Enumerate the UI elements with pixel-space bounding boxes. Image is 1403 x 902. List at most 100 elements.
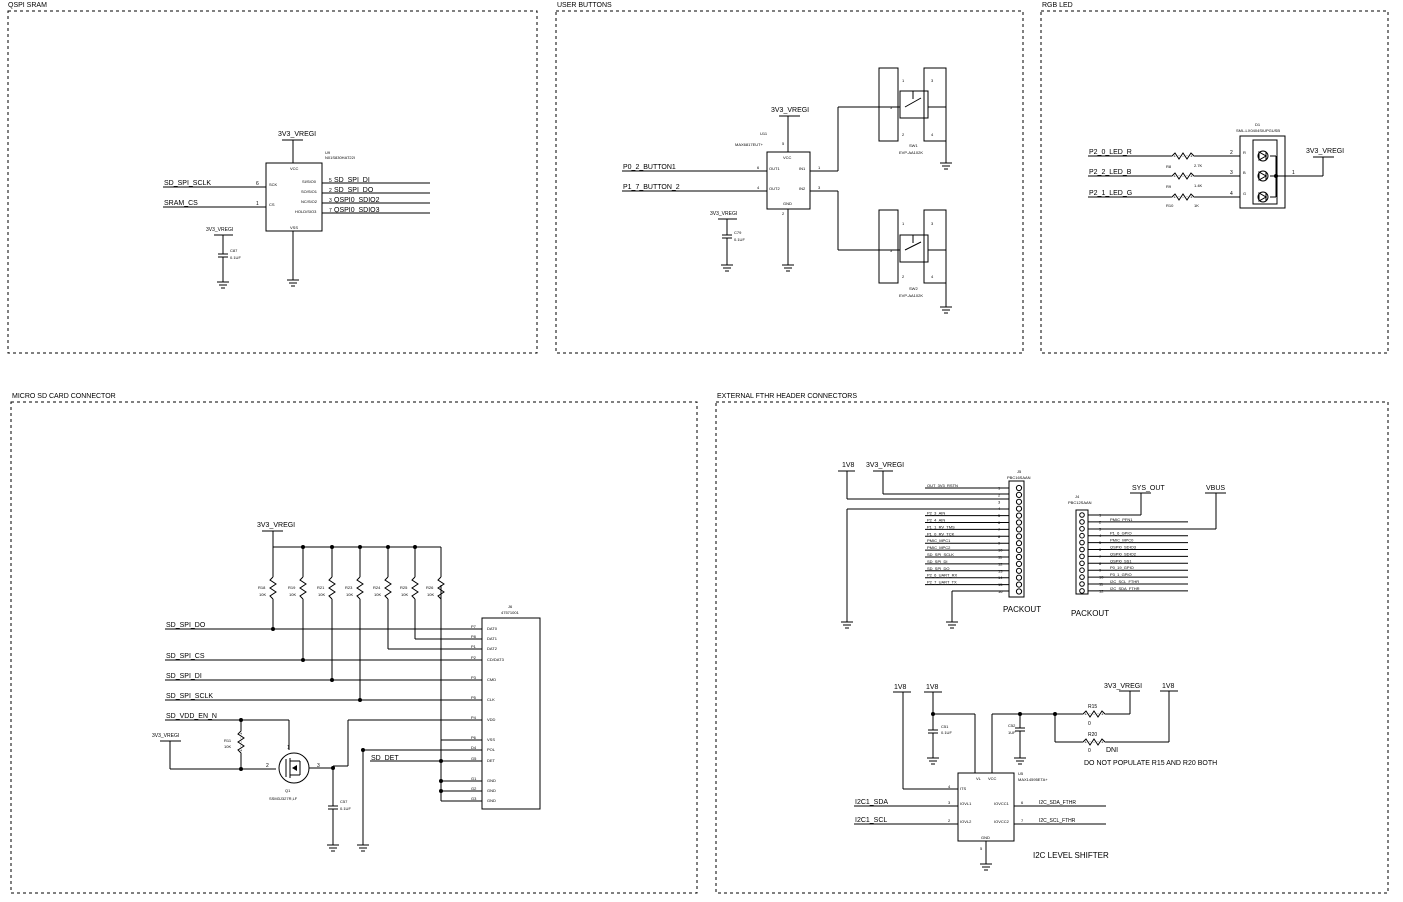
net-p2-2-led-b: P2_2_LED_B [1089, 169, 1132, 176]
j6-pin-name: DET [487, 758, 496, 763]
j4-pin-hole [1079, 588, 1085, 594]
junction-dots [239, 174, 1278, 793]
j5-pin-hole [1015, 547, 1023, 554]
c52-val: 1UF [1008, 730, 1016, 735]
q1-pin-g: 2 [266, 763, 269, 769]
q1-ref: Q1 [285, 788, 291, 793]
pullup-val: 10K [374, 592, 381, 597]
user-buttons-circuit: U11 MAX6817EUT+ VCC GND OUT1 OUT2 IN1 IN… [622, 67, 952, 314]
sd-rail-label: 3V3_VREGI [257, 522, 295, 529]
u5-n-gnd: 5 [980, 846, 983, 851]
j4-pin-hole [1079, 581, 1085, 587]
net-sram-cs: SRAM_CS [164, 200, 198, 207]
qspi-rail-label: 3V3_VREGI [278, 131, 316, 138]
j4-pin-hole [1079, 553, 1085, 560]
u9-vcc: VCC [290, 166, 299, 171]
sw1-pin3: 3 [931, 78, 934, 83]
net-p2-0-led-r: P2_0_LED_R [1089, 149, 1132, 156]
j6-connector [481, 617, 541, 810]
net-p2-1-led-g: P2_1_LED_G [1089, 190, 1132, 197]
ground-symbol [217, 281, 229, 289]
u9-pin-so: SO/SIO1 [301, 189, 318, 194]
qspi-sram-circuit: 3V3_VREGI U9 N01S830HAT22I VCC VSS SCK C… [163, 131, 430, 289]
j4-pin-net: I2C_SCL_FTHR [1110, 579, 1139, 584]
c51-val: 0.1UF [941, 730, 952, 735]
u9-pin-si: SI/SIO0 [302, 179, 317, 184]
d1-led-package [1239, 135, 1286, 209]
j6-pin-num: G2 [471, 786, 477, 791]
j5-part: PBC16SAAN [1007, 475, 1031, 480]
sw2-pin4: 4 [931, 274, 934, 279]
u11-out2: OUT2 [769, 186, 780, 191]
r11-val: 10K [224, 744, 231, 749]
frame-fthr-headers [715, 401, 1389, 894]
ls-note: DO NOT POPULATE R15 AND R20 BOTH [1084, 760, 1217, 767]
j6-pin-num: P2 [471, 655, 477, 660]
net-i2c1-sda: I2C1_SDA [855, 799, 888, 806]
j5-pin-hole [1015, 533, 1023, 540]
u11-ref: U11 [760, 131, 768, 136]
c79-ref: C79 [734, 230, 742, 235]
j6-pin-num: D4 [471, 745, 477, 750]
sw1-pin2: 2 [902, 132, 905, 137]
sw2-pin5: 5 [890, 248, 893, 253]
ground-symbol [940, 162, 952, 170]
section-title-rgb: RGB LED [1042, 2, 1073, 9]
sw1-pin4: 4 [931, 132, 934, 137]
u5-n-iovl1: 3 [948, 800, 951, 805]
q1-rail: 3V3_VREGI [152, 733, 179, 739]
frame-qspi-sram [7, 10, 538, 354]
sd-net-do: SD_SPI_DO [166, 622, 206, 629]
j5-pin-net: P2_6_UART_RX [927, 573, 957, 578]
d1-part: SML-LX0404SIUPGUSB [1236, 128, 1280, 133]
sw1-part: EVP-AA102K [899, 150, 923, 155]
u11-n-gnd: 2 [782, 211, 785, 216]
r9-val: 1.4K [1194, 183, 1203, 188]
c87-rail: 3V3_VREGI [206, 227, 233, 233]
j4-pin-hole [1079, 512, 1085, 518]
j6-pin-name: GND [487, 788, 496, 793]
j5-pin-net: PMIC_MPC1 [927, 538, 951, 543]
c57-ref: C57 [340, 799, 348, 804]
ground-symbol [1014, 757, 1026, 765]
q1-part: SSM3J327R,LF [269, 796, 298, 801]
j5-pin-hole [1015, 574, 1023, 581]
led-diode-green [1257, 191, 1269, 203]
j6-pin-num: P7 [471, 624, 477, 629]
j5-pin-hole [1015, 484, 1023, 492]
fthr-sys-out: SYS_OUT [1132, 485, 1165, 492]
sw1-switch: 5 1 2 3 4 SW1 EVP-AA102K [878, 67, 947, 163]
sd-net-cs: SD_SPI_CS [166, 653, 205, 660]
j5-pin-hole [1015, 491, 1023, 498]
d1-pin1: 1 [1292, 170, 1295, 176]
section-title-fthr: EXTERNAL FTHR HEADER CONNECTORS [717, 393, 857, 400]
sw1-pin1: 1 [902, 78, 905, 83]
sw2-pin2: 2 [902, 274, 905, 279]
j5-pin-net: SD_SPI_SCLK [927, 552, 954, 557]
net-sd-spi-sclk: SD_SPI_SCLK [164, 180, 211, 187]
j4-pin-net: QSPI0_SDIO2 [1110, 551, 1137, 556]
ground-symbol [940, 306, 952, 314]
j4-ref: J4 [1075, 494, 1080, 499]
rgb-led-circuit: D1 SML-LX0404SIUPGUSB P2_0_LED_R P2_2_LE… [1088, 122, 1344, 209]
c57-val: 0.1UF [340, 806, 351, 811]
d1-pin4: 4 [1230, 191, 1233, 197]
section-title-buttons: USER BUTTONS [557, 2, 612, 9]
fthr-1v8: 1V8 [842, 462, 855, 469]
j6-pin-num: P8 [471, 634, 477, 639]
u9-pin-cs: CS [269, 202, 275, 207]
j6-ref: J6 [508, 604, 513, 609]
r15-ref: R15 [1088, 704, 1097, 710]
c51-ref: C51 [941, 724, 949, 729]
u9-pin-sio2: NC/SIO2 [301, 199, 318, 204]
fthr-3v3: 3V3_VREGI [866, 462, 904, 469]
sd-det-net: SD_DET [371, 755, 399, 762]
fthr-circuit: 1V8 3V3_VREGI J5 PBC16SAAN 1OUT_3V3_RSTN… [838, 462, 1226, 871]
j4-pin-hole [1079, 546, 1085, 553]
q1-pin-d: 3 [317, 763, 320, 769]
j5-pin-hole [1015, 588, 1023, 595]
pullup-val: 10K [427, 592, 434, 597]
